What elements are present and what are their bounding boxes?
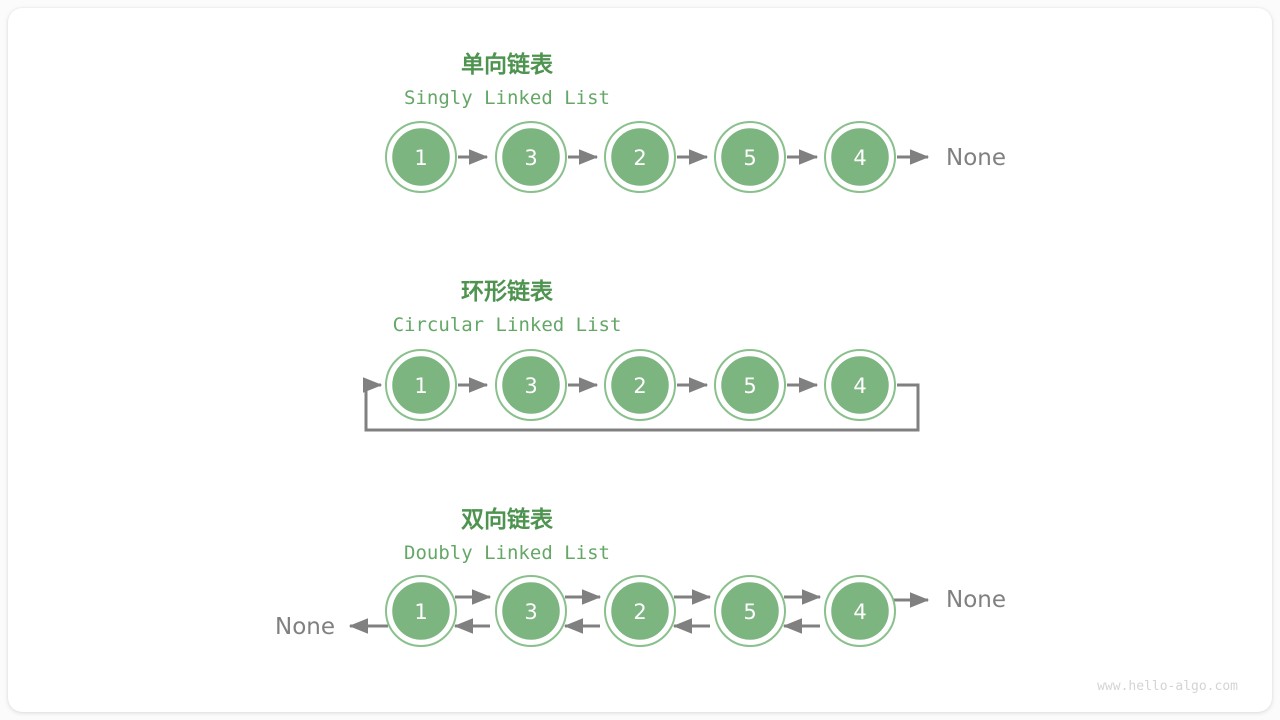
section-circular: 环形链表 Circular Linked List 1 3 bbox=[363, 278, 920, 432]
doubly-node-4-label: 4 bbox=[853, 600, 866, 624]
singly-node-0: 1 bbox=[385, 121, 457, 193]
doubly-node-0: 1 bbox=[385, 575, 457, 647]
circular-node-2-label: 2 bbox=[633, 374, 646, 398]
circular-node-3-label: 5 bbox=[743, 374, 756, 398]
doubly-node-2-label: 2 bbox=[633, 600, 646, 624]
circular-node-0-label: 1 bbox=[414, 374, 427, 398]
singly-node-4-label: 4 bbox=[853, 146, 866, 170]
doubly-head-none-label: None bbox=[275, 614, 335, 640]
circular-node-1: 3 bbox=[495, 349, 567, 421]
doubly-node-2: 2 bbox=[604, 575, 676, 647]
singly-node-2: 2 bbox=[604, 121, 676, 193]
doubly-node-4: 4 bbox=[824, 575, 896, 647]
singly-node-3: 5 bbox=[714, 121, 786, 193]
singly-tail-none-label: None bbox=[946, 145, 1006, 171]
singly-node-2-label: 2 bbox=[633, 146, 646, 170]
doubly-node-1: 3 bbox=[495, 575, 567, 647]
circular-node-3: 5 bbox=[714, 349, 786, 421]
doubly-title-en: Doubly Linked List bbox=[404, 542, 610, 564]
singly-node-0-label: 1 bbox=[414, 146, 427, 170]
circular-loopback-edge bbox=[363, 377, 920, 432]
circular-node-1-label: 3 bbox=[524, 374, 537, 398]
doubly-tail-none-label: None bbox=[946, 587, 1006, 613]
circular-title-en: Circular Linked List bbox=[393, 314, 622, 336]
singly-node-4: 4 bbox=[824, 121, 896, 193]
circular-node-2: 2 bbox=[604, 349, 676, 421]
singly-node-1: 3 bbox=[495, 121, 567, 193]
singly-node-1-label: 3 bbox=[524, 146, 537, 170]
doubly-node-1-label: 3 bbox=[524, 600, 537, 624]
circular-node-4: 4 bbox=[824, 349, 896, 421]
doubly-title-cn: 双向链表 bbox=[461, 506, 554, 533]
section-singly: 单向链表 Singly Linked List 1 3 bbox=[385, 51, 1006, 193]
doubly-node-0-label: 1 bbox=[414, 600, 427, 624]
doubly-node-3-label: 5 bbox=[743, 600, 756, 624]
circular-node-0: 1 bbox=[385, 349, 457, 421]
watermark-label: www.hello-algo.com bbox=[1097, 679, 1238, 694]
doubly-node-3: 5 bbox=[714, 575, 786, 647]
singly-node-3-label: 5 bbox=[743, 146, 756, 170]
singly-title-cn: 单向链表 bbox=[461, 51, 554, 78]
circular-node-4-label: 4 bbox=[853, 374, 866, 398]
section-doubly: 双向链表 Doubly Linked List bbox=[275, 506, 1006, 647]
circular-title-cn: 环形链表 bbox=[461, 278, 554, 305]
singly-title-en: Singly Linked List bbox=[404, 87, 610, 109]
doubly-forward-edges bbox=[455, 589, 930, 608]
